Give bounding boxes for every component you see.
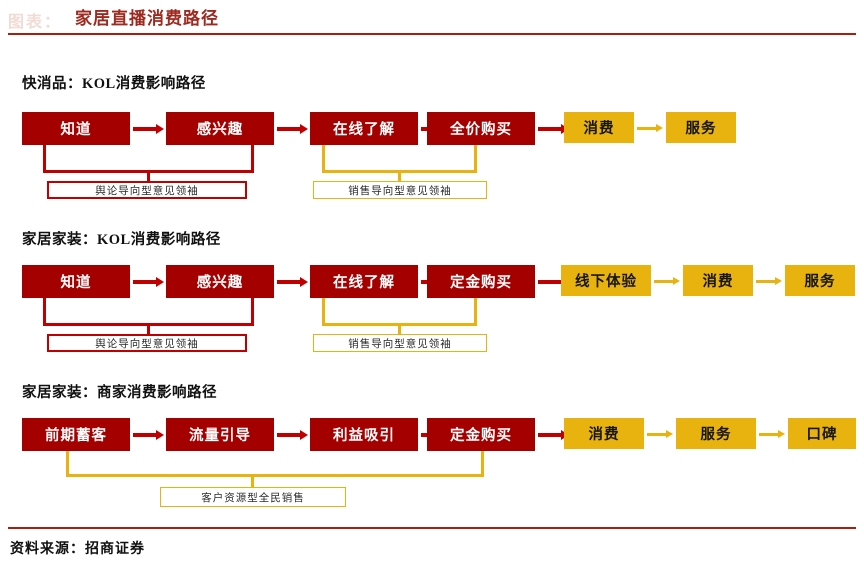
arrow-fmcg-1-2: [133, 124, 164, 134]
arrow-homekol-5-6: [654, 277, 680, 285]
node-fmcg-3[interactable]: 在线了解: [310, 112, 418, 145]
bracket-label-fmcg-a: 舆论导向型意见领袖: [47, 181, 247, 199]
node-merchant-2[interactable]: 流量引导: [166, 418, 274, 451]
bracket-fmcg-b-right: [474, 145, 477, 173]
bracket-homekol-a-stem: [147, 323, 150, 335]
arrow-merchant-1-2: [133, 430, 164, 440]
figure-header: 图表： 家居直播消费路径: [0, 0, 864, 38]
arrow-merchant-2-3: [277, 430, 308, 440]
bracket-homekol-b-stem: [398, 323, 401, 335]
bracket-merchant-span: [66, 474, 484, 477]
node-fmcg-6[interactable]: 服务: [666, 112, 736, 143]
arrow-homekol-1-2: [133, 277, 164, 287]
node-homekol-2[interactable]: 感兴趣: [166, 265, 274, 298]
bracket-merchant-right: [481, 451, 484, 477]
arrow-homekol-6-7: [756, 277, 782, 285]
node-homekol-5[interactable]: 线下体验: [561, 265, 651, 296]
arrow-homekol-2-3: [277, 277, 308, 287]
bracket-fmcg-a-stem: [147, 170, 150, 182]
node-merchant-6[interactable]: 服务: [676, 418, 756, 449]
node-homekol-6[interactable]: 消费: [683, 265, 753, 296]
bracket-label-merchant: 客户资源型全民销售: [160, 487, 346, 507]
node-merchant-7[interactable]: 口碑: [788, 418, 856, 449]
bracket-merchant-stem: [251, 474, 254, 488]
bracket-homekol-b-right: [474, 298, 477, 326]
source-note: 资料来源：招商证券: [10, 542, 145, 557]
node-homekol-3[interactable]: 在线了解: [310, 265, 418, 298]
header-divider: [8, 33, 856, 35]
node-fmcg-2[interactable]: 感兴趣: [166, 112, 274, 145]
node-fmcg-1[interactable]: 知道: [22, 112, 130, 145]
node-homekol-1[interactable]: 知道: [22, 265, 130, 298]
bracket-homekol-a-right: [251, 298, 254, 326]
arrow-merchant-5-6: [647, 430, 673, 438]
arrow-fmcg-2-3: [277, 124, 308, 134]
bracket-homekol-a-left: [43, 298, 46, 326]
section-title-fmcg-kol: 快消品：KOL消费影响路径: [22, 76, 206, 92]
figure-label-prefix: 图表：: [8, 14, 63, 31]
node-fmcg-4[interactable]: 全价购买: [427, 112, 535, 145]
node-homekol-4[interactable]: 定金购买: [427, 265, 535, 298]
arrow-fmcg-5-6: [637, 124, 663, 132]
bracket-fmcg-a-left: [43, 145, 46, 173]
node-merchant-5[interactable]: 消费: [564, 418, 644, 449]
bracket-merchant-left: [66, 451, 69, 477]
bracket-fmcg-b-left: [322, 145, 325, 173]
node-fmcg-5[interactable]: 消费: [564, 112, 634, 143]
bracket-label-fmcg-b: 销售导向型意见领袖: [313, 181, 487, 199]
node-merchant-4[interactable]: 定金购买: [427, 418, 535, 451]
footer-divider: [8, 527, 856, 529]
page-title: 家居直播消费路径: [75, 9, 219, 28]
section-title-home-merchant: 家居家装：商家消费影响路径: [22, 385, 217, 401]
bracket-fmcg-b-stem: [398, 170, 401, 182]
arrow-merchant-6-7: [759, 430, 785, 438]
node-merchant-1[interactable]: 前期蓄客: [22, 418, 130, 451]
node-merchant-3[interactable]: 利益吸引: [310, 418, 418, 451]
section-title-home-kol: 家居家装：KOL消费影响路径: [22, 232, 221, 248]
bracket-homekol-b-left: [322, 298, 325, 326]
node-homekol-7[interactable]: 服务: [785, 265, 855, 296]
bracket-label-homekol-a: 舆论导向型意见领袖: [47, 334, 247, 352]
bracket-fmcg-a-right: [251, 145, 254, 173]
bracket-label-homekol-b: 销售导向型意见领袖: [313, 334, 487, 352]
